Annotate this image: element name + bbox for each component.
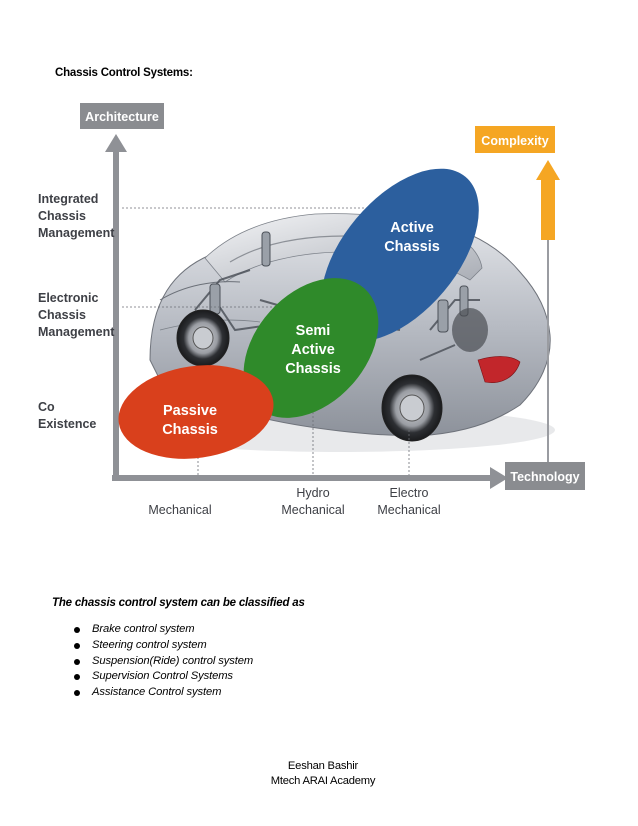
svg-text:Chassis: Chassis	[162, 422, 218, 438]
svg-text:Passive: Passive	[163, 403, 217, 419]
level-coexistence: Co	[38, 400, 55, 414]
technology-label: Technology	[505, 462, 585, 490]
svg-text:Active: Active	[390, 220, 434, 236]
svg-text:Technology: Technology	[510, 470, 579, 484]
category-hydro-2: Mechanical	[281, 503, 344, 517]
level-integrated: Integrated	[38, 192, 98, 206]
category-electro-2: Mechanical	[377, 503, 440, 517]
y-axis	[105, 134, 127, 478]
level-electronic-2: Chassis	[38, 308, 86, 322]
passive-chassis-ellipse: Passive Chassis	[118, 365, 274, 459]
level-coexistence-2: Existence	[38, 417, 96, 431]
level-labels: Integrated Chassis Management Electronic…	[38, 192, 115, 431]
x-axis	[112, 467, 508, 489]
svg-text:Chassis: Chassis	[384, 239, 440, 255]
bullet-icon	[74, 690, 80, 697]
svg-text:Architecture: Architecture	[85, 110, 159, 124]
bullet-icon	[74, 627, 80, 633]
level-integrated-3: Management	[38, 226, 115, 240]
level-integrated-2: Chassis	[38, 209, 86, 223]
bullet-icon	[74, 674, 80, 681]
category-mechanical: Mechanical	[148, 503, 211, 517]
semi-active-chassis-ellipse: Semi Active Chassis	[243, 278, 379, 418]
level-electronic-3: Management	[38, 325, 115, 339]
bullet-icon	[74, 642, 80, 649]
footer-affiliation: Mtech ARAI Academy	[270, 775, 376, 787]
passive-ellipse-shape	[118, 365, 274, 459]
svg-text:Active: Active	[291, 342, 335, 358]
architecture-label: Architecture	[80, 103, 164, 129]
control-system-list: Brake control system Steering control sy…	[74, 622, 253, 701]
svg-text:Semi: Semi	[296, 323, 331, 339]
category-electro: Electro	[390, 486, 429, 500]
list-item: Supervision Control Systems	[74, 669, 253, 685]
list-item: Assistance Control system	[74, 685, 253, 701]
intro-text: The chassis control system can be classi…	[52, 597, 305, 609]
section-heading: Chassis Control Systems:	[55, 67, 193, 79]
list-item: Suspension(Ride) control system	[74, 654, 253, 670]
bullet-icon	[74, 658, 80, 665]
svg-text:Chassis: Chassis	[285, 361, 341, 377]
complexity-indicator: Complexity	[475, 126, 560, 462]
list-item: Brake control system	[74, 622, 253, 638]
footer-author: Eeshan Bashir	[287, 760, 359, 772]
list-item: Steering control system	[74, 638, 253, 654]
level-electronic: Electronic	[38, 291, 98, 305]
semi-active-ellipse-shape	[243, 278, 379, 418]
chassis-control-diagram: Architecture Technology Complexity Integ…	[38, 103, 585, 517]
svg-text:Complexity: Complexity	[481, 134, 548, 148]
category-hydro: Hydro	[296, 486, 329, 500]
category-labels: Mechanical Hydro Mechanical Electro Mech…	[148, 486, 440, 517]
